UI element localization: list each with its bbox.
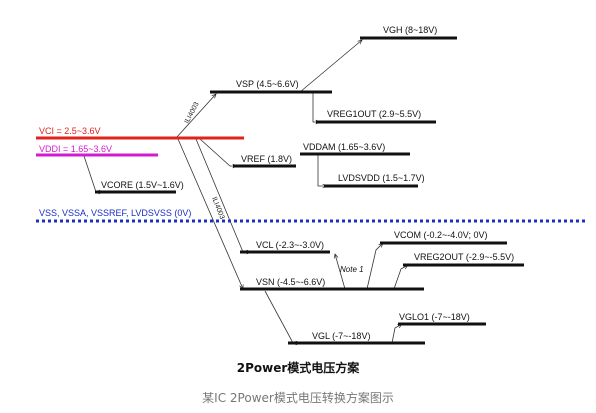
arrow-vsp-to-vgh [299, 40, 362, 93]
rails: VGH (8~18V) VSP (4.5~6.6V) VREG1OUT (2.9… [36, 25, 586, 345]
label-vreg2out: VREG2OUT (-2.9~-5.5V) [414, 252, 514, 262]
arrow-vcom-to-vcl [335, 254, 346, 290]
arrow-vci-to-vsp [175, 94, 216, 139]
label-vci: VCI = 2.5~3.6V [39, 126, 101, 136]
arrow-vddam-to-lvdsvdd [317, 154, 327, 186]
arrow-vsn-to-vreg2out [393, 265, 408, 290]
arrow-vci-to-vsn [177, 138, 243, 289]
label-vsn: VSN (-4.5~-6.6V) [256, 277, 325, 287]
figure-caption: 某IC 2Power模式电压转换方案图示 [202, 390, 394, 405]
diagram-title: 2Power模式电压方案 [237, 360, 361, 375]
label-vddi: VDDI = 1.65~3.6V [39, 144, 112, 154]
note-label: Note 1 [340, 265, 364, 274]
label-vddam: VDDAM (1.65~3.6V) [303, 142, 385, 152]
label-vsp: VSP (4.5~6.6V) [236, 79, 299, 89]
arrow-vsp-to-vreg1out [312, 92, 320, 122]
label-vref: VREF (1.8V) [241, 154, 292, 164]
label-vcore: VCORE (1.5V~1.6V) [101, 180, 184, 190]
converter-label-lower: ILI4003 [210, 196, 225, 220]
label-vgl: VGL (-7~-18V) [312, 331, 370, 341]
arrow-vgl-to-vglo1 [391, 324, 402, 344]
label-vglo1: VGLO1 (-7~-18V) [399, 312, 470, 322]
label-vcl: VCL (-2.3~-3.0V) [256, 240, 324, 250]
converter-label-upper: ILI4003 [184, 101, 201, 125]
arrow-vsn-to-vcom [366, 243, 383, 290]
label-lvdsvdd: LVDSVDD (1.5~1.7V) [338, 173, 425, 183]
arrow-vsn-to-vgl [264, 290, 300, 343]
label-vgh: VGH (8~18V) [383, 25, 437, 35]
label-vcom: VCOM (-0.2~-4.0V; 0V) [394, 230, 487, 240]
label-vreg1out: VREG1OUT (2.9~5.5V) [327, 109, 421, 119]
label-vss: VSS, VSSA, VSSREF, LVDSVSS (0V) [39, 208, 191, 218]
